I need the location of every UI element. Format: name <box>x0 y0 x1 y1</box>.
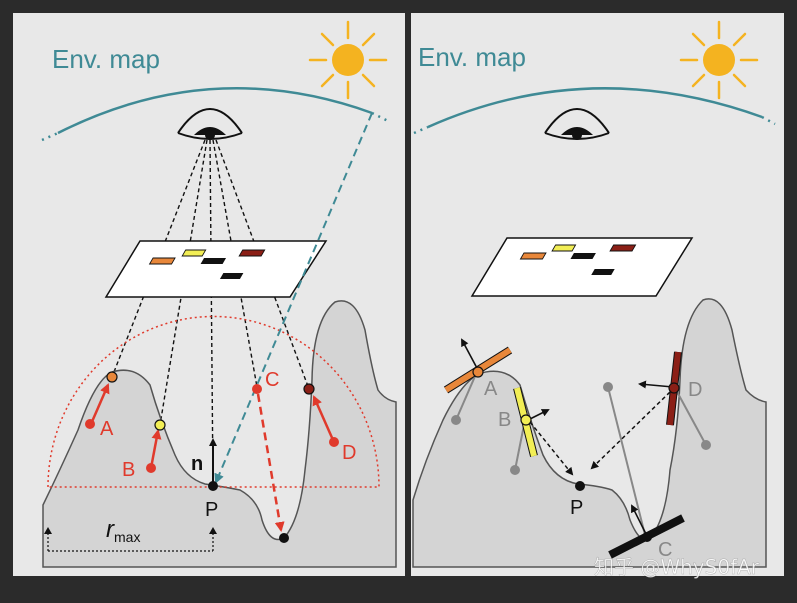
image-plane-right <box>470 237 694 297</box>
arrow-a <box>89 383 110 425</box>
point-p-right <box>575 481 585 491</box>
eye-icon-right <box>544 108 610 140</box>
arrow-c <box>256 393 285 532</box>
point-p <box>208 481 218 491</box>
origin-a-right <box>451 415 461 425</box>
label-p-right: P <box>570 497 583 519</box>
watermark: 知乎 @WhyS0fAr <box>594 555 760 579</box>
env-map-arc-right <box>427 87 763 129</box>
env-map-label-right: Env. map <box>418 42 526 72</box>
label-a: A <box>100 418 114 440</box>
label-d: D <box>342 442 356 464</box>
sample-c-right <box>642 532 652 542</box>
sample-d-right <box>668 382 680 394</box>
right-panel: Env. map <box>411 13 784 576</box>
sample-c <box>279 533 289 543</box>
arrow-d <box>312 395 335 441</box>
sample-d <box>303 383 315 395</box>
env-map-arc-right-dots-right <box>761 115 776 126</box>
env-map-arc-dots-left <box>41 131 59 142</box>
env-map-label: Env. map <box>52 44 160 74</box>
label-d-right: D <box>688 379 702 401</box>
normal-label: n <box>191 453 203 475</box>
terrain-right <box>412 298 767 568</box>
normal-a <box>461 338 479 371</box>
label-b-right: B <box>498 409 511 431</box>
origin-b-right <box>510 465 520 475</box>
label-p: P <box>205 499 218 521</box>
eye-icon <box>177 108 243 140</box>
sample-b-right <box>520 414 532 426</box>
origin-c <box>252 384 262 394</box>
rmax-label: rmax <box>106 516 140 545</box>
label-c-right: C <box>658 539 672 561</box>
left-panel: Env. map <box>13 13 405 576</box>
reflection-ray <box>214 112 373 484</box>
origin-b <box>146 463 156 473</box>
normal-d <box>638 380 674 389</box>
env-map-arc <box>57 87 373 135</box>
sample-a <box>106 371 118 383</box>
origin-c-right <box>603 382 613 392</box>
env-map-arc-right-dots-left <box>413 125 429 135</box>
normal-c <box>631 504 648 537</box>
origin-d-right <box>701 440 711 450</box>
sample-a-right <box>472 366 484 378</box>
origin-d <box>329 437 339 447</box>
origin-a <box>85 419 95 429</box>
sample-b <box>154 419 166 431</box>
sun-icon <box>308 20 388 100</box>
terrain <box>42 300 397 568</box>
label-c: C <box>265 369 279 391</box>
label-a-right: A <box>484 378 498 400</box>
arrow-b <box>149 429 162 469</box>
sun-icon-right <box>679 20 759 100</box>
label-b: B <box>122 459 135 481</box>
image-plane <box>104 240 328 298</box>
